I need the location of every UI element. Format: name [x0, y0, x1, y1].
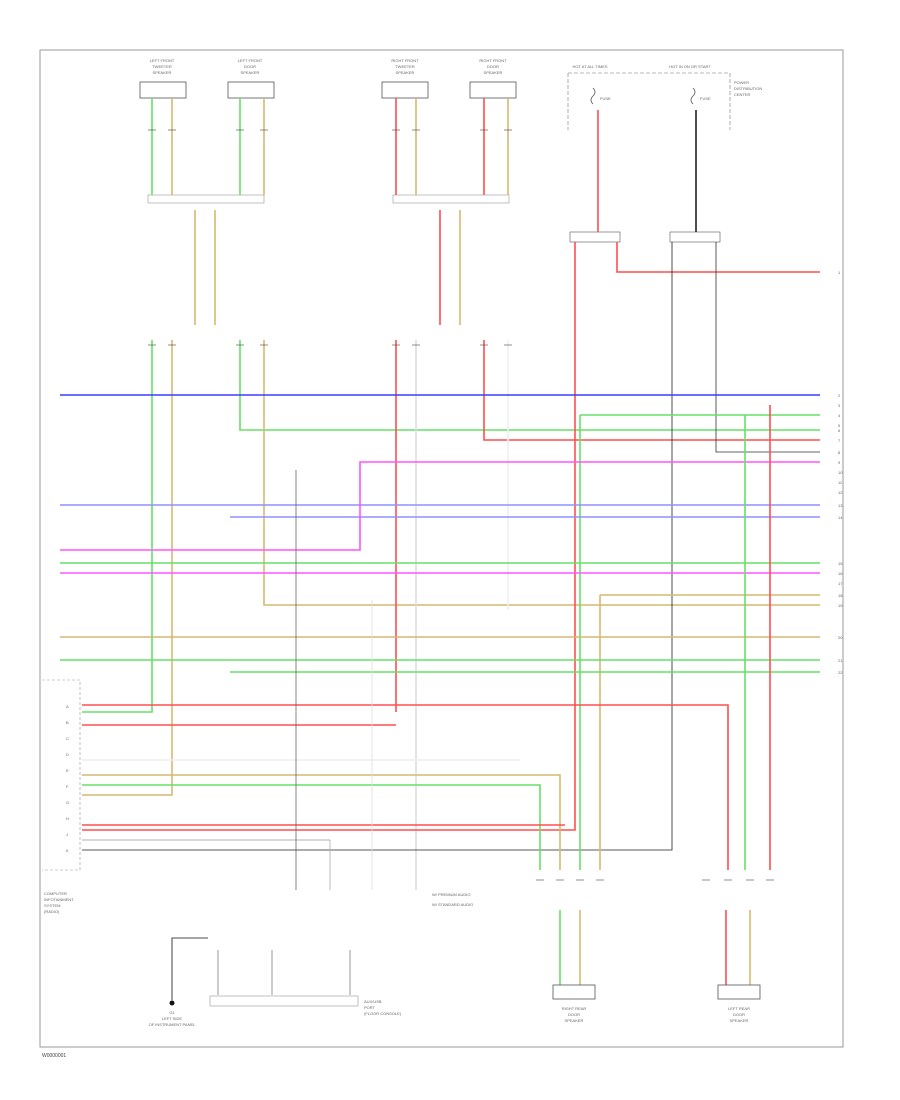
radio-label-3: SYSTEM — [44, 903, 60, 908]
rf-door-label-2: DOOR — [487, 64, 499, 69]
legend-premium: W/ PREMIUM AUDIO — [432, 892, 470, 897]
radio-pin-label: B — [66, 720, 69, 725]
radio-label-2: INFOTAINMENT — [44, 897, 74, 902]
right-pin-label: 6 — [838, 428, 841, 433]
fuse-b-label: HOT IN ON OR START — [669, 64, 711, 69]
lf-door-label-3: SPEAKER — [241, 70, 260, 75]
radio-pin-label: A — [66, 704, 69, 709]
right-front-tweeter: RIGHT FRONT TWEETER SPEAKER — [381, 58, 429, 99]
right-pin-label: 3 — [838, 403, 841, 408]
lr-door-label-1: LEFT REAR — [728, 1006, 750, 1011]
fuse-a-label: HOT AT ALL TIMES — [572, 64, 607, 69]
radio-pin-label: C — [66, 736, 69, 741]
rr-door-label-2: DOOR — [568, 1012, 580, 1017]
power-dist-label-3: CENTER — [734, 92, 751, 97]
right-pin-label: 4 — [838, 413, 841, 418]
lr-door-label-2: DOOR — [733, 1012, 745, 1017]
right-pin-label: 1 — [838, 270, 841, 275]
radio-label-4: (RADIO) — [44, 909, 60, 914]
radio-label-1: COMPUTER — [44, 891, 67, 896]
connector-ticks — [148, 129, 774, 881]
right-pin-label: 2 — [838, 393, 841, 398]
ground-label-3: OF INSTRUMENT PANEL — [149, 1022, 197, 1027]
rf-tweeter-label-2: TWEETER — [395, 64, 415, 69]
radio-pin-label: H — [66, 816, 69, 821]
right-pin-label: 15 — [838, 561, 843, 566]
lf-door-label-2: DOOR — [244, 64, 256, 69]
lf-door-label-1: LEFT FRONT — [238, 58, 263, 63]
lr-door-label-3: SPEAKER — [730, 1018, 749, 1023]
radio-pin-label: D — [66, 752, 69, 757]
left-front-tweeter: LEFT FRONT TWEETER SPEAKER — [139, 58, 187, 99]
radio-pin-label: F — [66, 784, 69, 789]
ground-icon — [169, 1000, 175, 1006]
diagram-frame — [39, 49, 844, 1048]
infotainment-radio: COMPUTER INFOTAINMENT SYSTEM (RADIO) — [42, 679, 81, 914]
rf-door-label-1: RIGHT FRONT — [479, 58, 507, 63]
right-pin-label: 19 — [838, 603, 843, 608]
usb-label-3: (FLOOR CONSOLE) — [364, 1011, 402, 1016]
wires — [60, 98, 820, 995]
right-pin-label: 13 — [838, 503, 843, 508]
legend: W/ PREMIUM AUDIO W/ STANDARD AUDIO — [432, 892, 473, 907]
svg-text:FUSE: FUSE — [700, 96, 711, 101]
right-pin-label: 7 — [838, 438, 841, 443]
usb-label-2: PORT — [364, 1005, 376, 1010]
rr-door-label-3: SPEAKER — [565, 1018, 584, 1023]
footer-code: W0000001 — [42, 1053, 66, 1059]
right-rear-door-speaker: RIGHT REAR DOOR SPEAKER — [552, 984, 596, 1023]
right-pin-label: 21 — [838, 658, 843, 663]
right-pin-label: 9 — [838, 460, 841, 465]
power-distribution-center: HOT AT ALL TIMES HOT IN ON OR START POWE… — [567, 64, 762, 130]
svg-text:FUSE: FUSE — [600, 96, 611, 101]
rr-door-label-1: RIGHT REAR — [562, 1006, 587, 1011]
lf-tweeter-label-3: SPEAKER — [153, 70, 172, 75]
rf-door-label-3: SPEAKER — [484, 70, 503, 75]
radio-pin-label: E — [66, 768, 69, 773]
right-front-door-speaker: RIGHT FRONT DOOR SPEAKER — [469, 58, 517, 99]
right-pin-label: 8 — [838, 450, 841, 455]
ground-label-1: G1 — [169, 1010, 175, 1015]
lf-tweeter-label-2: TWEETER — [152, 64, 172, 69]
rf-tweeter-label-3: SPEAKER — [396, 70, 415, 75]
right-pin-label: 16 — [838, 571, 843, 576]
radio-pin-label: J — [66, 832, 68, 837]
right-pin-label: 10 — [838, 470, 843, 475]
right-pin-label: 14 — [838, 515, 843, 520]
left-pin-labels: A B C D E F G H J K — [66, 704, 69, 853]
radio-pin-label: G — [66, 800, 69, 805]
ground-g1: G1 LEFT SIDE OF INSTRUMENT PANEL — [149, 937, 208, 1027]
right-pin-label: 20 — [838, 635, 843, 640]
left-front-door-speaker: LEFT FRONT DOOR SPEAKER — [227, 58, 275, 99]
ground-label-2: LEFT SIDE — [162, 1016, 182, 1021]
left-rear-door-speaker: LEFT REAR DOOR SPEAKER — [717, 984, 761, 1023]
power-dist-label-2: DISTRIBUTION — [734, 86, 762, 91]
right-pin-label: 11 — [838, 480, 843, 485]
right-pin-label: 5 — [838, 423, 841, 428]
right-pin-label: 12 — [838, 490, 843, 495]
right-pin-label: 18 — [838, 593, 843, 598]
usb-label-1: AUX/USB — [364, 999, 382, 1004]
legend-standard: W/ STANDARD AUDIO — [432, 902, 473, 907]
lf-tweeter-label-1: LEFT FRONT — [150, 58, 175, 63]
right-pin-label: 17 — [838, 581, 843, 586]
aux-usb-port: AUX/USB PORT (FLOOR CONSOLE) — [209, 995, 402, 1016]
power-dist-label-1: POWER — [734, 80, 749, 85]
right-pin-label: 22 — [838, 670, 843, 675]
radio-pin-label: K — [66, 848, 69, 853]
rf-tweeter-label-1: RIGHT FRONT — [391, 58, 419, 63]
